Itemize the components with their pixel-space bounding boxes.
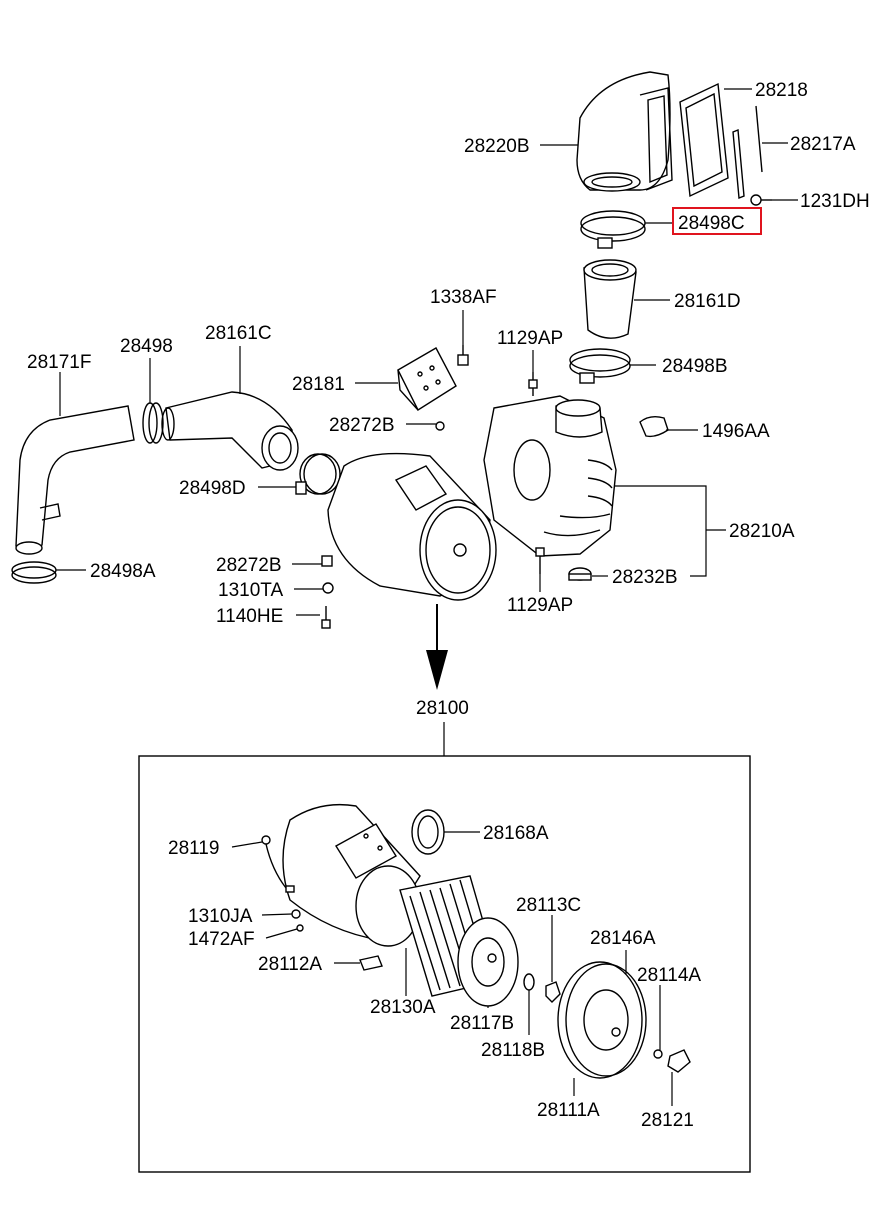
part-1472AF-drawing bbox=[296, 924, 304, 932]
label-1129AP-bottom[interactable]: 1129AP bbox=[507, 595, 573, 616]
part-28118B-drawing bbox=[523, 973, 535, 991]
part-1129AP-top-drawing bbox=[528, 372, 538, 396]
part-28130A-drawing bbox=[399, 875, 519, 1007]
part-1140HE-drawing bbox=[321, 606, 331, 629]
part-28218-drawing bbox=[679, 82, 729, 198]
label-28498A[interactable]: 28498A bbox=[90, 561, 156, 582]
label-28117B[interactable]: 28117B bbox=[450, 1013, 514, 1034]
label-28168A[interactable]: 28168A bbox=[483, 823, 549, 844]
part-28100-body-drawing bbox=[282, 803, 421, 947]
part-28498B-drawing bbox=[569, 348, 631, 384]
label-28119[interactable]: 28119 bbox=[168, 838, 219, 859]
label-28161D[interactable]: 28161D bbox=[674, 291, 741, 312]
part-28119-drawing bbox=[261, 835, 295, 893]
part-1129AP-bottom-drawing bbox=[535, 547, 545, 574]
label-28220B[interactable]: 28220B bbox=[464, 136, 530, 157]
label-1338AF[interactable]: 1338AF bbox=[430, 287, 497, 308]
label-1129AP-top[interactable]: 1129AP bbox=[497, 328, 563, 349]
label-28100[interactable]: 28100 bbox=[416, 698, 469, 719]
label-1140HE[interactable]: 1140HE bbox=[216, 606, 283, 627]
part-28210A-drawing bbox=[483, 395, 617, 557]
part-28121-drawing bbox=[667, 1049, 691, 1073]
label-28171F[interactable]: 28171F bbox=[27, 352, 91, 373]
part-28111A-drawing bbox=[557, 961, 647, 1079]
part-28232B-drawing bbox=[568, 567, 592, 581]
part-28272B-bottom-drawing bbox=[321, 555, 333, 567]
label-28121[interactable]: 28121 bbox=[641, 1110, 694, 1131]
part-28498C-drawing bbox=[580, 210, 646, 249]
label-28146A[interactable]: 28146A bbox=[590, 928, 656, 949]
label-28272B-bottom[interactable]: 28272B bbox=[216, 555, 282, 576]
part-28161C-drawing bbox=[161, 391, 299, 471]
part-1496AA-drawing bbox=[639, 415, 669, 438]
part-28272B-top-drawing bbox=[435, 421, 445, 431]
part-28181-drawing bbox=[397, 347, 457, 412]
part-labels: 28220B 28218 28217A 1231DH 28498C 28161D… bbox=[27, 80, 870, 1131]
label-28181[interactable]: 28181 bbox=[292, 374, 345, 395]
label-28113C[interactable]: 28113C bbox=[516, 895, 581, 916]
label-1310JA[interactable]: 1310JA bbox=[188, 906, 253, 927]
assembly-arrow bbox=[426, 604, 448, 690]
part-28498-drawing bbox=[142, 402, 164, 444]
part-1310TA-drawing bbox=[322, 582, 334, 594]
part-28498A-drawing bbox=[11, 561, 57, 584]
label-28111A[interactable]: 28111A bbox=[537, 1100, 600, 1121]
label-1310TA[interactable]: 1310TA bbox=[218, 580, 283, 601]
label-28498C[interactable]: 28498C bbox=[678, 213, 745, 234]
part-28168A-drawing bbox=[411, 809, 445, 855]
label-28498D[interactable]: 28498D bbox=[179, 478, 246, 499]
part-28498D-drawing bbox=[295, 453, 341, 495]
label-28210A[interactable]: 28210A bbox=[729, 521, 795, 542]
label-28498B[interactable]: 28498B bbox=[662, 356, 728, 377]
part-28112A-drawing bbox=[359, 955, 383, 971]
part-28161D-drawing bbox=[583, 259, 637, 339]
air-cleaner-assembly-drawing bbox=[327, 452, 497, 601]
part-1338AF-drawing bbox=[457, 345, 469, 366]
label-28112A[interactable]: 28112A bbox=[258, 954, 322, 975]
label-28498[interactable]: 28498 bbox=[120, 336, 173, 357]
label-28130A[interactable]: 28130A bbox=[370, 997, 436, 1018]
label-28232B[interactable]: 28232B bbox=[612, 567, 678, 588]
part-28114A-drawing bbox=[653, 1049, 663, 1059]
part-28217A-drawing bbox=[732, 105, 763, 199]
label-1496AA[interactable]: 1496AA bbox=[702, 421, 770, 442]
label-28218[interactable]: 28218 bbox=[755, 80, 808, 101]
label-1472AF[interactable]: 1472AF bbox=[188, 929, 255, 950]
label-28114A[interactable]: 28114A bbox=[637, 965, 701, 986]
part-28113C-drawing bbox=[545, 981, 561, 1003]
label-28161C[interactable]: 28161C bbox=[205, 323, 272, 344]
leader-lines bbox=[56, 88, 798, 1106]
label-28272B-top[interactable]: 28272B bbox=[329, 415, 395, 436]
label-1231DH[interactable]: 1231DH bbox=[800, 191, 870, 212]
highlight-28498C bbox=[672, 207, 762, 235]
part-28171F-drawing bbox=[15, 405, 135, 555]
label-28118B[interactable]: 28118B bbox=[481, 1040, 545, 1061]
part-28220B-drawing bbox=[576, 71, 673, 192]
part-1310JA-drawing bbox=[291, 909, 301, 919]
part-1231DH-drawing bbox=[750, 194, 772, 206]
label-28217A[interactable]: 28217A bbox=[790, 134, 856, 155]
